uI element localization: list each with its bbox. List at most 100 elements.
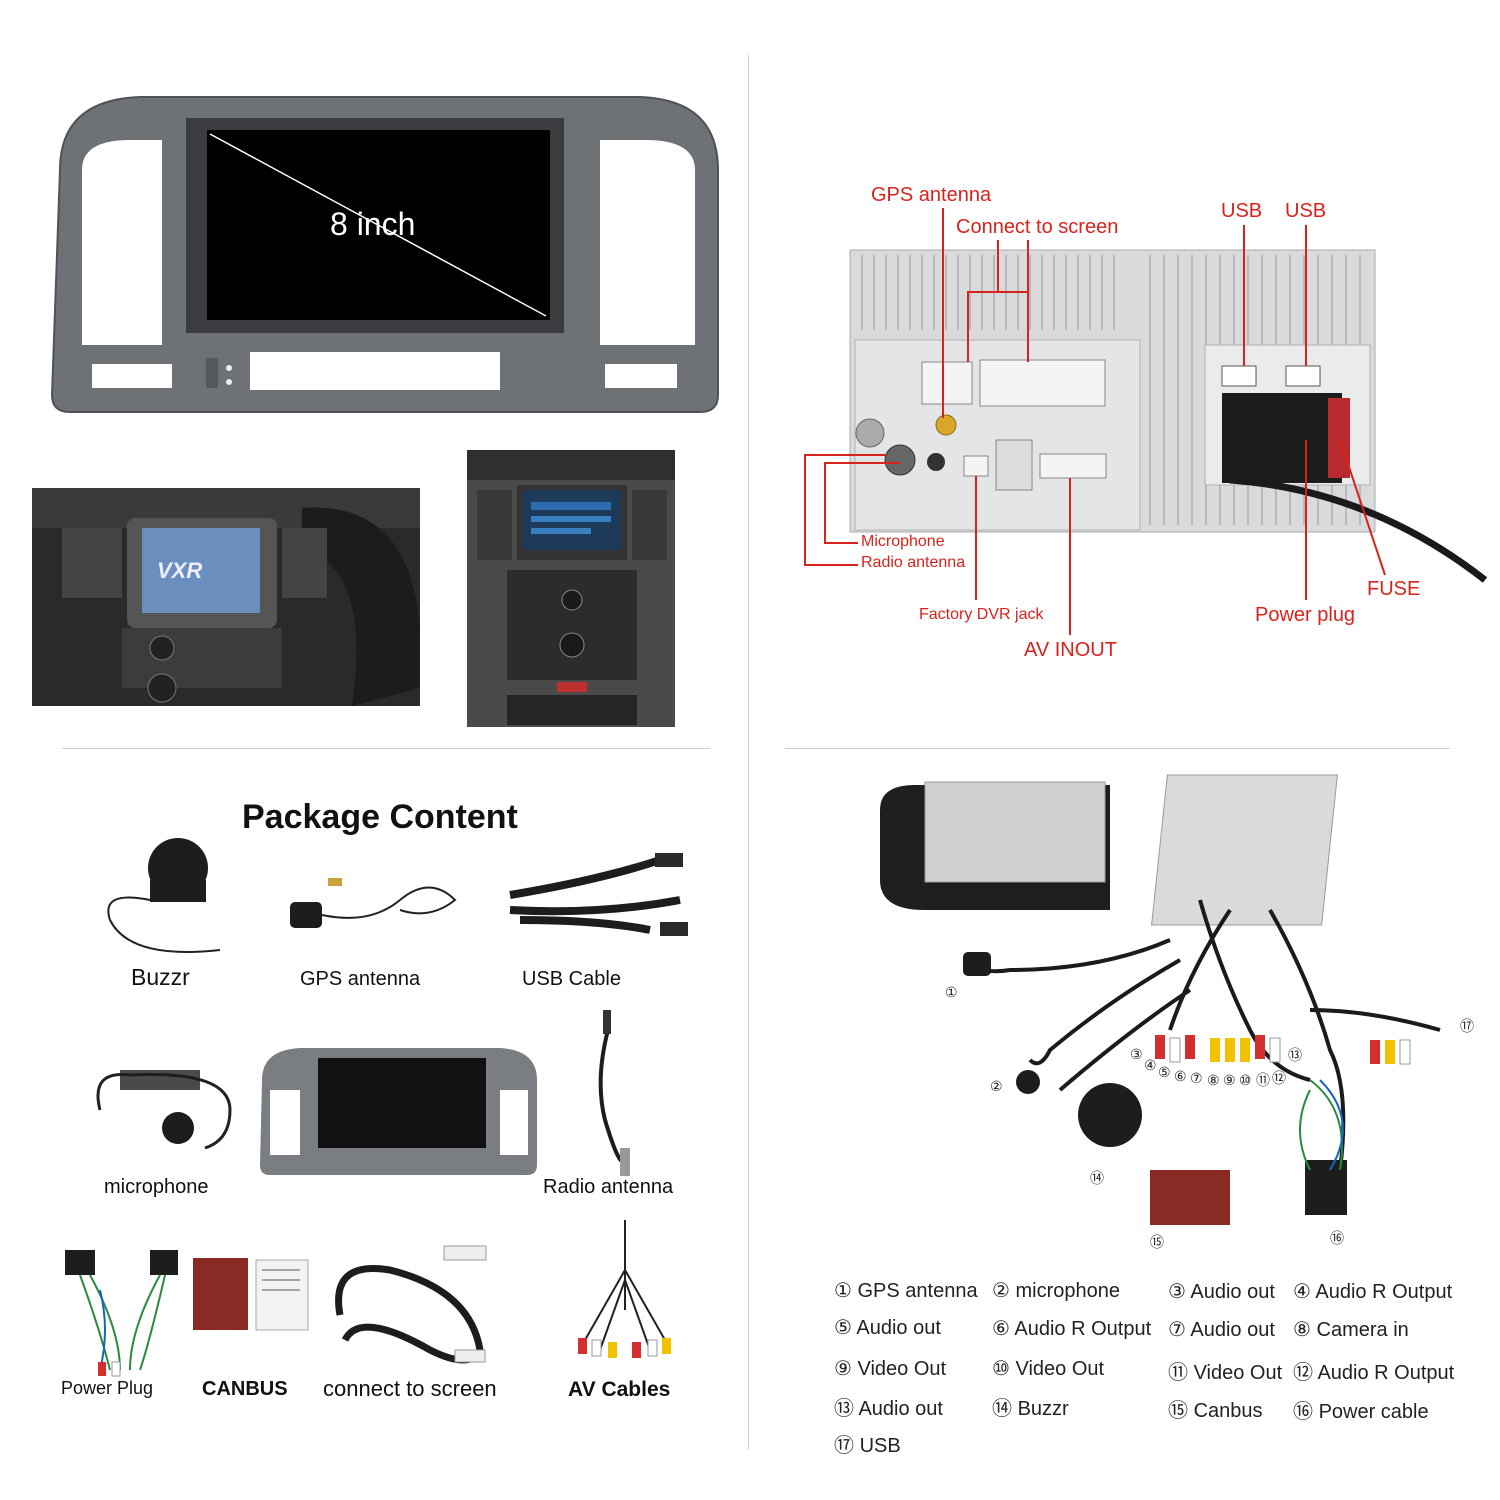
label-av-inout: AV INOUT [1024, 639, 1117, 661]
legend-item-17: ⑰ USB [834, 1435, 901, 1457]
usb-port-2 [1285, 365, 1321, 387]
unit-connector-diagram: GPS antenna Connect to screen USB USB Mi… [750, 0, 1500, 748]
microphone-item [96, 1070, 232, 1150]
label-usb-2: USB [1285, 200, 1327, 222]
canbus-box [1150, 1170, 1230, 1225]
label-canbus: CANBUS [202, 1378, 288, 1400]
label-microphone: microphone [104, 1176, 209, 1198]
legend-item-13: ⑬ Audio out [834, 1398, 943, 1420]
canbus-item [193, 1258, 309, 1331]
callout-17: ⑰ [1460, 1018, 1474, 1034]
callout-4: ④ [1144, 1057, 1157, 1073]
label-usb-cable: USB Cable [522, 968, 621, 990]
legend-item-7: ⑦ Audio out [1168, 1319, 1275, 1341]
gps-puck [963, 952, 991, 976]
callout-1: ① [945, 984, 958, 1000]
legend-item-3: ③ Audio out [1168, 1281, 1275, 1303]
screen-size-label: 8 inch [330, 206, 416, 242]
legend-item-6: ⑥ Audio R Output [992, 1318, 1152, 1340]
head-unit-back-illustration [804, 208, 1488, 635]
label-buzzr: Buzzr [131, 964, 190, 990]
svg-text:VXR: VXR [157, 558, 202, 583]
callout-13: ⑬ [1288, 1047, 1302, 1063]
gps-sma-connector [935, 414, 957, 436]
left-slot [92, 364, 172, 388]
microphone-jack [927, 453, 945, 471]
legend-item-10: ⑩ Video Out [992, 1358, 1105, 1380]
car-dashboard-photo-installed [467, 450, 675, 727]
vertical-divider [748, 55, 749, 1450]
callout-12: ⑫ [1272, 1070, 1286, 1086]
legend-item-5: ⑤ Audio out [834, 1317, 941, 1339]
legend-item-4: ④ Audio R Output [1293, 1281, 1453, 1303]
callout-16: ⑯ [1330, 1230, 1344, 1246]
callout-8: ⑧ [1207, 1072, 1220, 1088]
screen-connector [979, 359, 1106, 407]
legend-item-2: ② microphone [992, 1280, 1121, 1302]
radio-antenna-socket [855, 418, 885, 448]
legend-item-1: ① GPS antenna [834, 1280, 978, 1302]
callout-15: ⑮ [1150, 1234, 1164, 1250]
callout-10: ⑩ [1239, 1072, 1252, 1088]
callout-7: ⑦ [1190, 1070, 1203, 1086]
diagonal-line [209, 133, 547, 317]
callout-5: ⑤ [1158, 1064, 1171, 1080]
label-radio-antenna: Radio antenna [543, 1176, 674, 1198]
label-fuse: FUSE [1367, 578, 1421, 600]
radio-antenna-item [598, 1010, 630, 1176]
card-slot [206, 358, 218, 388]
right-vent-opening [600, 140, 695, 345]
package-items-illustrations [65, 838, 688, 1377]
label-connect-to-screen: Connect to screen [956, 216, 1119, 238]
legend-item-14: ⑭ Buzzr [992, 1398, 1069, 1420]
gps-antenna-item [290, 878, 457, 928]
label-connect-to-screen: connect to screen [323, 1376, 497, 1401]
fuse-block [1328, 398, 1350, 478]
av-cables-item [578, 1220, 671, 1358]
legend-item-11: ⑪ Video Out [1168, 1362, 1283, 1384]
dash-frame-illustration [50, 96, 719, 413]
legend-item-16: ⑯ Power cable [1293, 1401, 1429, 1423]
usb-cable-item [509, 853, 688, 936]
package-content-panel: Package Content Buzzr GPS antenna USB Ca… [0, 750, 748, 1500]
car-dashboard-photo-original: VXR [32, 488, 420, 706]
screen-cable-item [335, 1245, 487, 1364]
label-power-plug: Power Plug [61, 1378, 154, 1398]
callout-11: ⑪ [1256, 1072, 1270, 1088]
right-slot [605, 364, 677, 388]
callout-6: ⑥ [1174, 1068, 1187, 1084]
frame-item [260, 1048, 537, 1175]
legend-item-12: ⑫ Audio R Output [1293, 1362, 1455, 1384]
legend-item-9: ⑨ Video Out [834, 1358, 947, 1380]
package-content-title: Package Content [242, 798, 518, 836]
mic-unit [1016, 1070, 1040, 1094]
power-plug-socket [1222, 393, 1342, 483]
label-av-cables: AV Cables [568, 1378, 671, 1401]
legend-item-15: ⑮ Canbus [1168, 1400, 1263, 1422]
center-slot [250, 352, 500, 390]
buzzer-item [107, 838, 221, 953]
callout-2: ② [990, 1078, 1003, 1094]
av-connector [1039, 453, 1107, 479]
label-radio-antenna: Radio antenna [861, 554, 966, 571]
label-usb-1: USB [1221, 200, 1263, 222]
antenna-jack [884, 444, 916, 476]
callout-9: ⑨ [1223, 1072, 1236, 1088]
left-vent-opening [82, 140, 162, 345]
label-gps-antenna: GPS antenna [871, 184, 992, 206]
power-plug-item [65, 1250, 178, 1377]
dvr-connector [963, 455, 989, 477]
label-gps-antenna: GPS antenna [300, 968, 421, 990]
usb-port-1 [1221, 365, 1257, 387]
label-power-plug: Power plug [1255, 604, 1356, 626]
label-factory-dvr-jack: Factory DVR jack [919, 606, 1044, 623]
gps-connector-block [921, 361, 973, 405]
wiring-overview-panel: ① ② ③ ④ ⑤ ⑥ ⑦ ⑧ ⑨ ⑩ ⑪ ⑫ ⑬ ⑭ ⑮ ⑯ ⑰ [750, 750, 1500, 1500]
wiring-illustration [880, 774, 1441, 1225]
legend-item-8: ⑧ Camera in [1293, 1319, 1409, 1341]
callout-14: ⑭ [1090, 1170, 1104, 1186]
horizontal-divider-right [785, 748, 1450, 749]
buzzer-unit [1078, 1083, 1142, 1147]
label-microphone: Microphone [861, 533, 945, 550]
horizontal-divider-left [62, 748, 710, 749]
